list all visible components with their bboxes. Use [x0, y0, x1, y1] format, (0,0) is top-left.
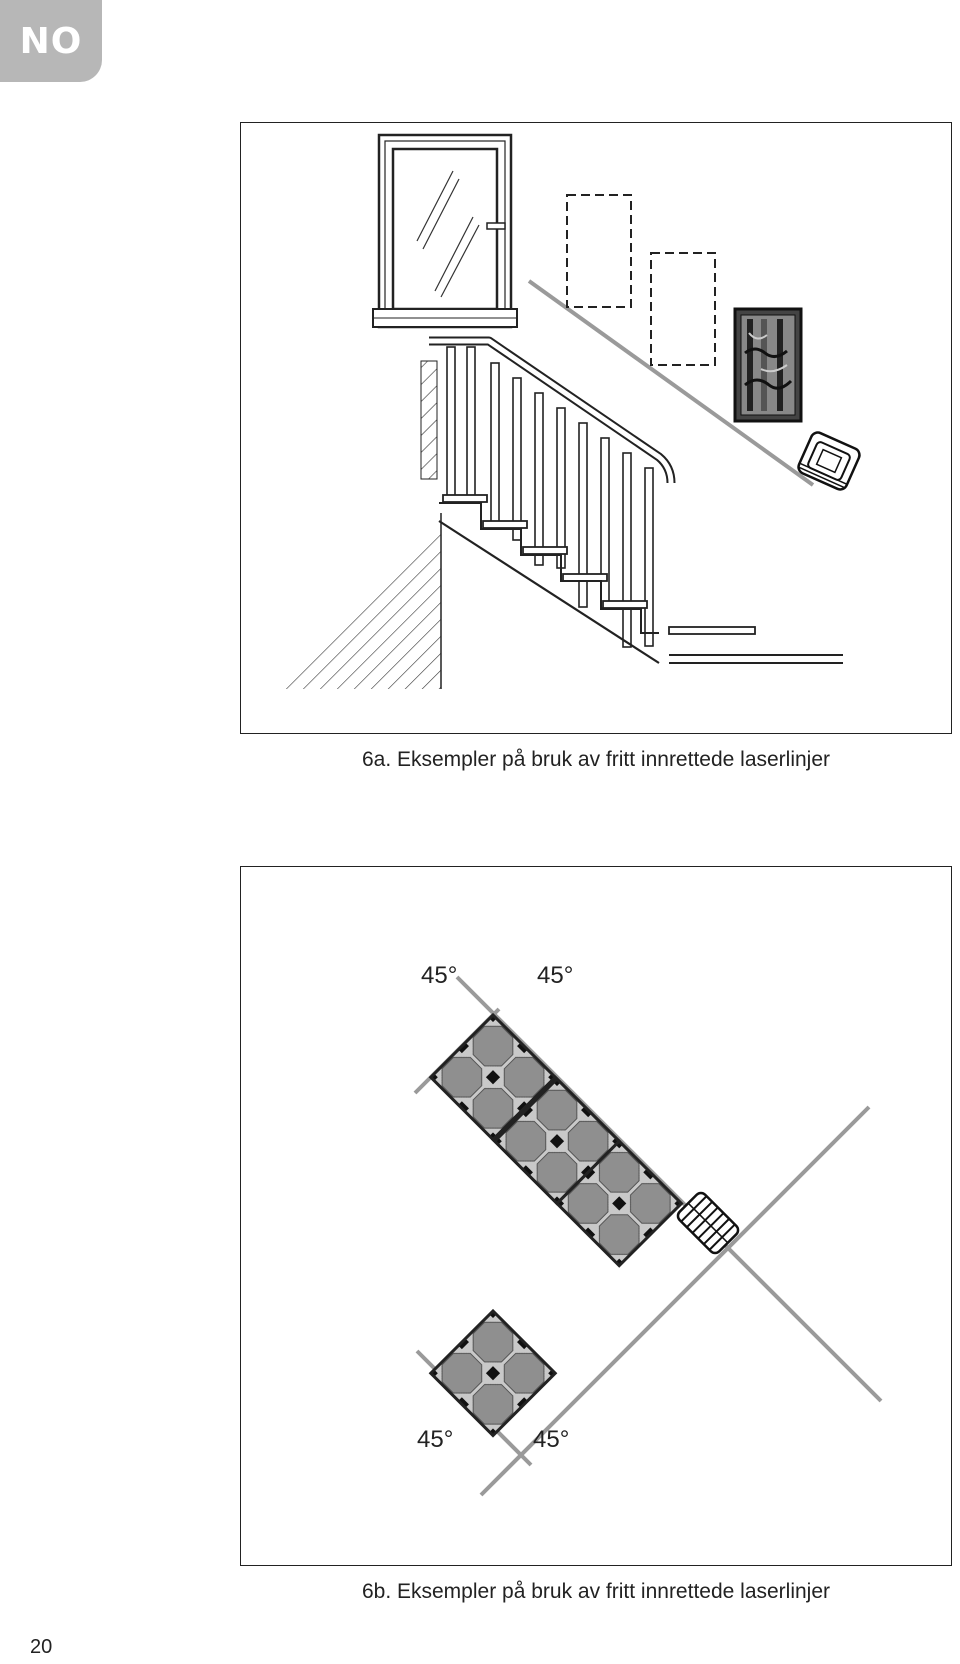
language-tab: NO — [0, 0, 102, 82]
staircase-icon — [285, 336, 843, 689]
laser-device-icon — [797, 431, 861, 491]
angle-label-bottom-right: 45° — [533, 1426, 569, 1453]
angle-label-top-right: 45° — [537, 962, 573, 989]
figure-6b: 45° 45° 45° 45° — [240, 866, 952, 1566]
laser-device-icon — [676, 1191, 740, 1255]
window-icon — [372, 133, 518, 329]
angle-label-top-left: 45° — [421, 962, 457, 989]
figure-6a-caption: 6a. Eksempler på bruk av fritt innretted… — [361, 748, 831, 771]
angle-label-bottom-left: 45° — [417, 1426, 453, 1453]
picture-frame-icon — [733, 307, 803, 423]
floor-tile-icon — [492, 1076, 684, 1268]
figure-6b-caption: 6b. Eksempler på bruk av fritt innretted… — [361, 1580, 831, 1603]
figure-6a — [240, 122, 952, 734]
page-number: 20 — [30, 1636, 53, 1658]
picture-frame-outline — [566, 194, 632, 308]
floor-tile-icon — [428, 1308, 558, 1438]
language-tab-label: NO — [19, 20, 83, 62]
picture-frame-outline — [650, 252, 716, 366]
laser-line — [527, 279, 815, 487]
